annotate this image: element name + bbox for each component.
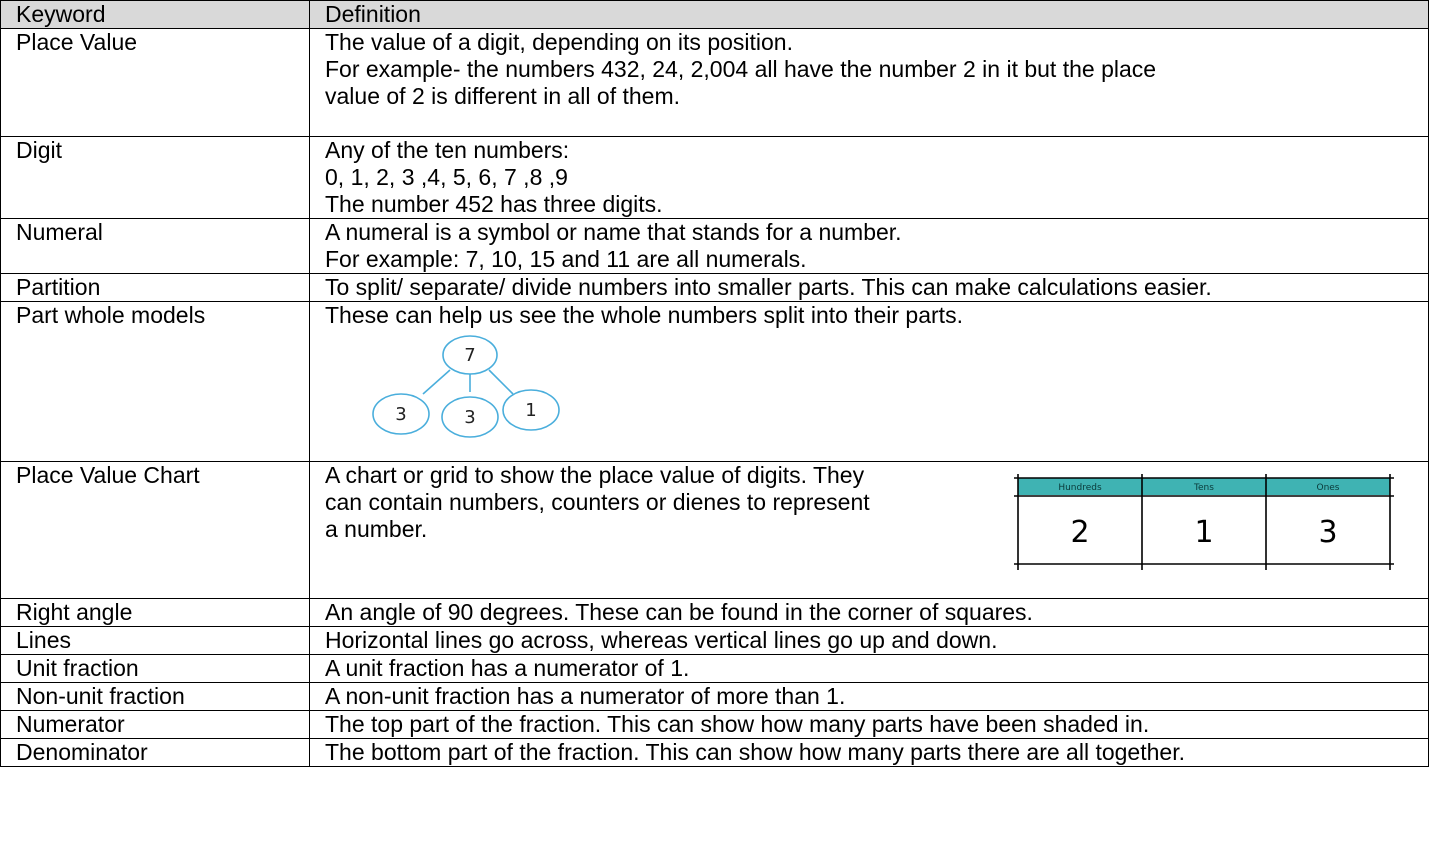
definition-line: Any of the ten numbers: — [325, 137, 570, 163]
definition-line: The value of a digit, depending on its p… — [325, 29, 793, 55]
definition-cell: The top part of the fraction. This can s… — [309, 710, 1429, 739]
definition-line: For example- the numbers 432, 24, 2,004 … — [325, 56, 1157, 82]
table-row: Partition To split/ separate/ divide num… — [0, 273, 1429, 302]
chart-header-bar — [1018, 478, 1390, 495]
definition-line: a number. — [325, 516, 428, 542]
definition-header: Definition — [309, 0, 1429, 29]
keyword-cell: Unit fraction — [0, 654, 310, 683]
part-circle — [441, 396, 499, 438]
definition-line: For example: 7, 10, 15 and 11 are all nu… — [325, 246, 807, 272]
definition-cell: A numeral is a symbol or name that stand… — [309, 218, 1429, 274]
chart-value-hundreds: 2 — [1070, 515, 1089, 550]
definition-line: An angle of 90 degrees. These can be fou… — [325, 599, 1033, 625]
chart-header-hundreds: Hundreds — [1058, 483, 1102, 493]
definition-line: To split/ separate/ divide numbers into … — [325, 274, 1212, 300]
table-row: Non-unit fraction A non-unit fraction ha… — [0, 682, 1429, 711]
part-circle — [502, 389, 560, 431]
definition-line: value of 2 is different in all of them. — [325, 83, 680, 109]
table-row: Numerator The top part of the fraction. … — [0, 710, 1429, 739]
definition-cell: The bottom part of the fraction. This ca… — [309, 738, 1429, 767]
part-value: 1 — [525, 400, 536, 421]
keyword-header: Keyword — [0, 0, 310, 29]
definition-cell: These can help us see the whole numbers … — [309, 301, 1429, 462]
table-row: Place Value Chart A chart or grid to sho… — [0, 461, 1429, 599]
definition-line: The bottom part of the fraction. This ca… — [325, 739, 1185, 765]
keyword-cell: Place Value Chart — [0, 461, 310, 599]
definition-line: These can help us see the whole numbers … — [325, 302, 963, 328]
table-row: Numeral A numeral is a symbol or name th… — [0, 218, 1429, 274]
table-row: Right angle An angle of 90 degrees. Thes… — [0, 598, 1429, 627]
table-row: Digit Any of the ten numbers: 0, 1, 2, 3… — [0, 136, 1429, 219]
table-row: Place Value The value of a digit, depend… — [0, 28, 1429, 137]
keyword-cell: Partition — [0, 273, 310, 302]
part-value: 3 — [395, 404, 406, 425]
table-row: Part whole models These can help us see … — [0, 301, 1429, 462]
header-row: Keyword Definition — [0, 0, 1429, 29]
definition-cell: Any of the ten numbers: 0, 1, 2, 3 ,4, 5… — [309, 136, 1429, 219]
definition-line: Horizontal lines go across, whereas vert… — [325, 627, 998, 653]
connector-line — [422, 369, 451, 395]
keyword-cell: Place Value — [0, 28, 310, 137]
whole-value: 7 — [464, 345, 475, 366]
definition-cell: A chart or grid to show the place value … — [309, 461, 1429, 599]
keyword-definition-table: Keyword Definition Place Value The value… — [0, 0, 1429, 767]
table-row: Lines Horizontal lines go across, wherea… — [0, 626, 1429, 655]
keyword-cell: Numeral — [0, 218, 310, 274]
part-whole-model-diagram: 7 3 3 1 — [372, 335, 560, 438]
keyword-cell: Digit — [0, 136, 310, 219]
table-row: Denominator The bottom part of the fract… — [0, 738, 1429, 767]
chart-header-ones: Ones — [1316, 483, 1339, 493]
table-row: Unit fraction A unit fraction has a nume… — [0, 654, 1429, 683]
definition-line: A non-unit fraction has a numerator of m… — [325, 683, 846, 709]
definition-line: 0, 1, 2, 3 ,4, 5, 6, 7 ,8 ,9 — [325, 164, 568, 190]
definition-cell: An angle of 90 degrees. These can be fou… — [309, 598, 1429, 627]
keyword-cell: Non-unit fraction — [0, 682, 310, 711]
definition-cell: A non-unit fraction has a numerator of m… — [309, 682, 1429, 711]
keyword-cell: Right angle — [0, 598, 310, 627]
definition-line: can contain numbers, counters or dienes … — [325, 489, 870, 515]
definition-line: A unit fraction has a numerator of 1. — [325, 655, 690, 681]
definition-line: A numeral is a symbol or name that stand… — [325, 219, 902, 245]
connector-line — [488, 369, 514, 395]
place-value-chart: Hundreds Tens Ones 2 1 3 — [1014, 474, 1394, 570]
definition-cell: To split/ separate/ divide numbers into … — [309, 273, 1429, 302]
definition-cell: The value of a digit, depending on its p… — [309, 28, 1429, 137]
whole-circle — [442, 335, 498, 375]
chart-value-ones: 3 — [1318, 515, 1337, 550]
definition-line: A chart or grid to show the place value … — [325, 462, 865, 488]
definition-line: The top part of the fraction. This can s… — [325, 711, 1150, 737]
keyword-cell: Lines — [0, 626, 310, 655]
part-circle — [372, 393, 430, 435]
definition-line: The number 452 has three digits. — [325, 191, 663, 217]
definition-cell: A unit fraction has a numerator of 1. — [309, 654, 1429, 683]
chart-value-tens: 1 — [1194, 515, 1213, 550]
chart-header-tens: Tens — [1193, 483, 1214, 493]
keyword-cell: Numerator — [0, 710, 310, 739]
part-value: 3 — [464, 407, 475, 428]
keyword-cell: Denominator — [0, 738, 310, 767]
keyword-cell: Part whole models — [0, 301, 310, 462]
definition-cell: Horizontal lines go across, whereas vert… — [309, 626, 1429, 655]
